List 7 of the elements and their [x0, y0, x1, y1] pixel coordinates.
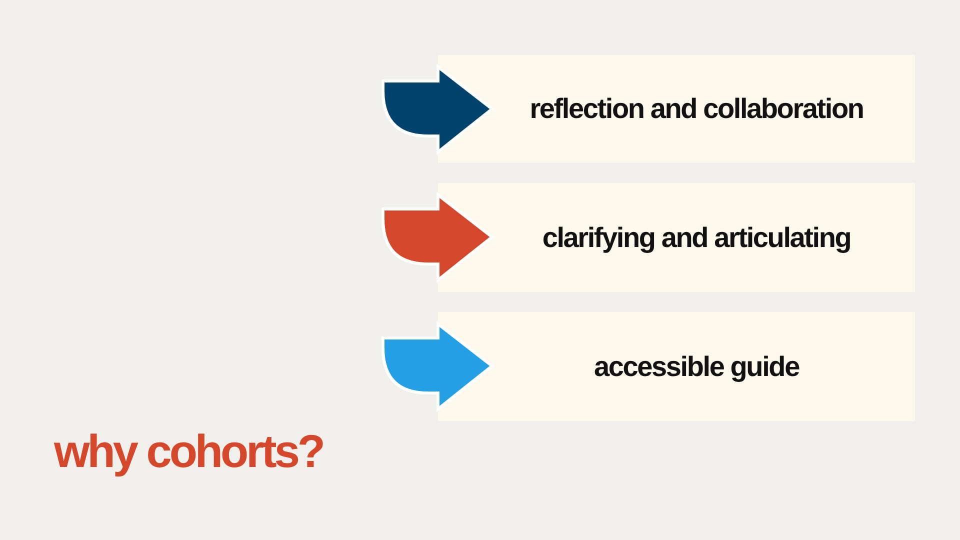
box-text: reflection and collaboration: [528, 93, 864, 125]
text-box: [438, 55, 915, 163]
title: why cohorts?: [54, 424, 324, 478]
text-box: [438, 183, 915, 292]
text-box: [438, 312, 915, 421]
box-text: accessible guide: [593, 350, 799, 382]
box-text: clarifying and articulating: [541, 222, 851, 254]
